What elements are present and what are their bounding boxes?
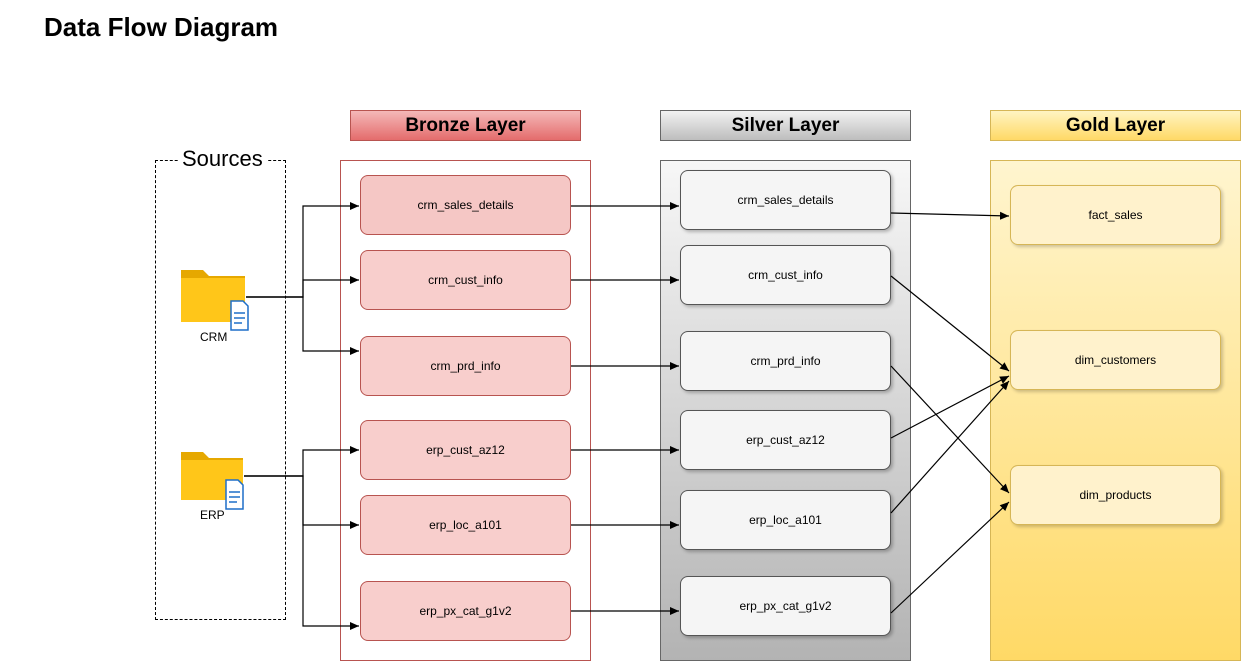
crm-folder-icon	[180, 268, 258, 332]
flow-crm-prd-info-to-dim-products	[890, 365, 1010, 494]
flow-crm-to-crm-cust-info	[246, 276, 359, 298]
flow-crm-cust-info-to-dim-customers	[890, 275, 1010, 372]
bronze-table-crm-sales-details[interactable]: crm_sales_details	[360, 175, 571, 235]
silver-table-erp-cust-az12[interactable]: erp_cust_az12	[680, 410, 891, 470]
bronze-table-crm-cust-info[interactable]: crm_cust_info	[360, 250, 571, 310]
silver-table-crm-sales-details[interactable]: crm_sales_details	[680, 170, 891, 230]
gold-table-dim-products[interactable]: dim_products	[1010, 465, 1221, 525]
sources-label: Sources	[178, 146, 267, 172]
erp-folder-icon	[180, 450, 258, 514]
bronze-layer-panel	[340, 160, 591, 661]
bronze-table-erp-loc-a101[interactable]: erp_loc_a101	[360, 495, 571, 555]
silver-table-erp-loc-a101[interactable]: erp_loc_a101	[680, 490, 891, 550]
bronze-table-crm-prd-info[interactable]: crm_prd_info	[360, 336, 571, 396]
gold-table-dim-customers[interactable]: dim_customers	[1010, 330, 1221, 390]
silver-table-erp-px-cat-g1v2[interactable]: erp_px_cat_g1v2	[680, 576, 891, 636]
gold-layer-header: Gold Layer	[990, 110, 1241, 141]
silver-table-crm-cust-info[interactable]: crm_cust_info	[680, 245, 891, 305]
crm-source-label: CRM	[200, 330, 228, 344]
silver-table-crm-prd-info[interactable]: crm_prd_info	[680, 331, 891, 391]
bronze-table-erp-cust-az12[interactable]: erp_cust_az12	[360, 420, 571, 480]
bronze-table-erp-px-cat-g1v2[interactable]: erp_px_cat_g1v2	[360, 581, 571, 641]
flow-silver-to-gold-fact-sales	[890, 211, 1010, 220]
flow-erp-to-erp-cust-az12	[244, 446, 359, 477]
bronze-layer-header: Bronze Layer	[350, 110, 581, 141]
gold-table-fact-sales[interactable]: fact_sales	[1010, 185, 1221, 245]
erp-source-label: ERP	[200, 508, 225, 522]
flow-erp-to-erp-px-cat-g1v2	[244, 475, 359, 630]
flow-erp-loc-a101-to-dim-customers	[890, 380, 1010, 514]
flow-erp-cust-az12-to-dim-customers	[890, 375, 1010, 439]
flow-erp-to-erp-loc-a101	[244, 475, 359, 529]
silver-layer-header: Silver Layer	[660, 110, 911, 141]
flow-crm-to-crm-prd-info	[246, 296, 359, 355]
flow-erp-px-cat-g1v2-to-dim-products	[890, 501, 1010, 614]
page-title: Data Flow Diagram	[44, 12, 279, 42]
